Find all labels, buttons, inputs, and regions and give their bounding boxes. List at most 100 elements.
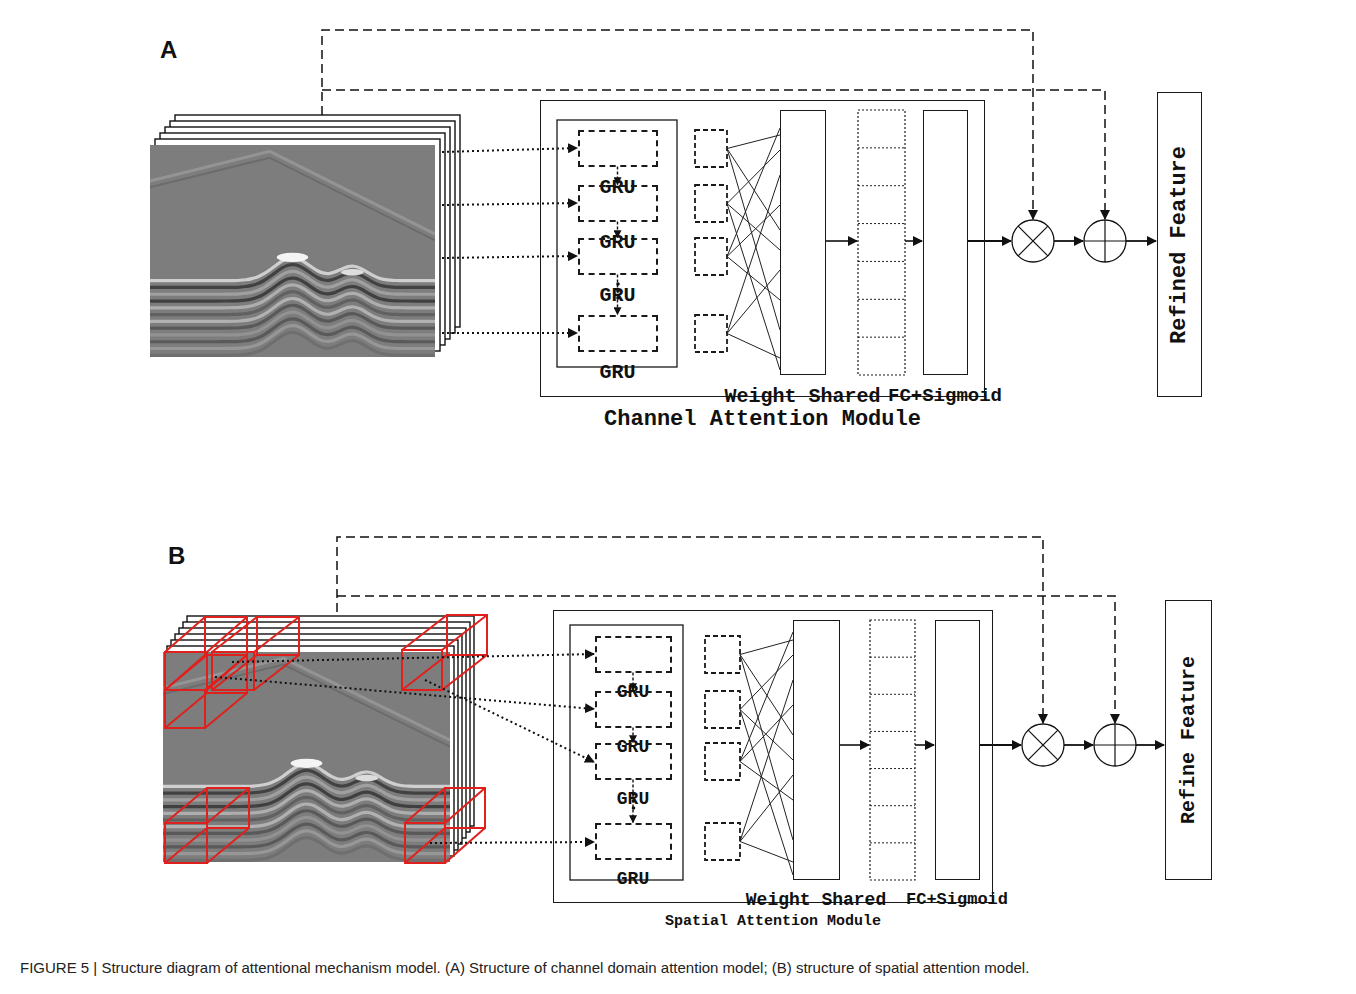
gru-cell: GRU [578, 130, 658, 167]
arrow-line [968, 240, 1011, 242]
hidden-state-box [695, 238, 727, 275]
cube-back [207, 788, 249, 828]
cube-back [445, 788, 485, 828]
multiply-symbol [1012, 220, 1054, 262]
gru-cell: GRU [578, 185, 658, 222]
bright-reflection [291, 759, 323, 768]
cube-back [447, 615, 487, 655]
red-patch-cube [402, 615, 487, 690]
hidden-state-box [705, 636, 740, 673]
gru-cell: GRU [595, 823, 672, 860]
node-label: GRU [617, 870, 649, 890]
cube-edge [165, 828, 207, 863]
red-patch-cube [405, 788, 485, 863]
node-label: GRU [617, 738, 649, 758]
cube-back [205, 617, 247, 655]
cube-edge [165, 788, 207, 823]
cube-edge [205, 693, 247, 728]
node-label: GRU [599, 177, 635, 199]
add-symbol [1084, 220, 1126, 262]
hidden-state-box [705, 823, 740, 860]
shared-weight-link [727, 149, 780, 231]
cube-edge [405, 788, 445, 823]
hidden-state-box [695, 130, 727, 167]
feature-cell-divider [870, 768, 915, 769]
shared-weight-link [740, 680, 793, 842]
add-symbol [1094, 724, 1136, 766]
node-label: Refine Feature [1179, 656, 1199, 824]
cube-front [405, 823, 445, 863]
radargram [163, 652, 450, 862]
cube-edge [165, 617, 205, 652]
symbol-circle [1012, 220, 1054, 262]
shared-weight-link [727, 205, 780, 257]
symbol-circle [1084, 220, 1126, 262]
node-label: FC+Sigmoid [888, 386, 1002, 407]
arrow-line [1064, 744, 1093, 746]
node-label: GRU [599, 232, 635, 254]
weight-shared-box: Weight Shared [780, 110, 826, 375]
gru-group-box [570, 625, 683, 880]
arrow-line [905, 240, 922, 242]
faint-hyperbola [150, 151, 435, 234]
node-label: FC+Sigmoid [906, 891, 1008, 910]
feature-cell-divider [858, 147, 905, 148]
node-label: GRU [599, 285, 635, 307]
shared-weight-link [740, 842, 793, 863]
cube-edge [445, 788, 485, 823]
reflection-band [150, 319, 435, 342]
panel-letter: B [168, 544, 185, 568]
reflection-band [150, 326, 435, 349]
cube-edge [165, 693, 207, 728]
node-label: Weight Shared [746, 891, 886, 911]
red-patch-cube [212, 617, 299, 690]
input-dotted-arrow [215, 677, 594, 709]
module-box: Channel Attention ModuleGRUGRUGRUGRUWeig… [540, 100, 985, 397]
feature-cell-divider [870, 731, 915, 732]
radargram [150, 145, 435, 357]
shared-weight-link [740, 655, 793, 841]
symbol-stroke [1114, 724, 1115, 766]
gru-cell: GRU [578, 315, 658, 352]
cube-front [165, 823, 207, 863]
gru-group-box [557, 120, 677, 367]
feature-cell-divider [870, 657, 915, 658]
input-dotted-arrow [232, 654, 594, 662]
feature-cell-divider [870, 842, 915, 843]
shared-weight-link [740, 705, 793, 762]
feature-cell-divider [858, 223, 905, 224]
bright-reflection [341, 269, 364, 275]
feature-cell-divider [870, 694, 915, 695]
module-box: Spatial Attention ModuleGRUGRUGRUGRUWeig… [553, 610, 993, 903]
cube-edge [254, 617, 299, 652]
shared-weight-link [727, 175, 780, 334]
shared-weight-link [740, 632, 793, 762]
arrow-line [1136, 744, 1164, 746]
arrow-line [915, 744, 934, 746]
shared-weight-link [727, 204, 780, 251]
cube-edge [405, 828, 445, 863]
bright-reflection [277, 253, 308, 262]
output-feature-box: Refined Feature [1157, 92, 1202, 397]
feature-cell-divider [858, 261, 905, 262]
weight-shared-box: Weight Shared [793, 620, 840, 880]
arrow-line [840, 744, 869, 746]
feature-vector-column [870, 620, 915, 880]
shared-weight-link [740, 775, 793, 842]
hidden-state-box [695, 185, 727, 222]
symbol-stroke [1018, 226, 1048, 256]
cube-edge [205, 655, 247, 690]
radar-image-stack [144, 115, 460, 357]
shared-weight-link [727, 149, 780, 331]
output-feature-box: Refine Feature [1165, 600, 1212, 880]
cube-edge [442, 655, 487, 690]
fc-sigmoid-box: FC+Sigmoid [935, 620, 980, 880]
multiply-symbol [1022, 724, 1064, 766]
shared-weight-link [740, 655, 793, 736]
cube-edge [165, 655, 207, 690]
feature-cell-divider [858, 299, 905, 300]
symbol-stroke [1018, 226, 1048, 256]
bright-reflection [355, 775, 378, 781]
residual-dashed-arrow [337, 596, 1115, 723]
